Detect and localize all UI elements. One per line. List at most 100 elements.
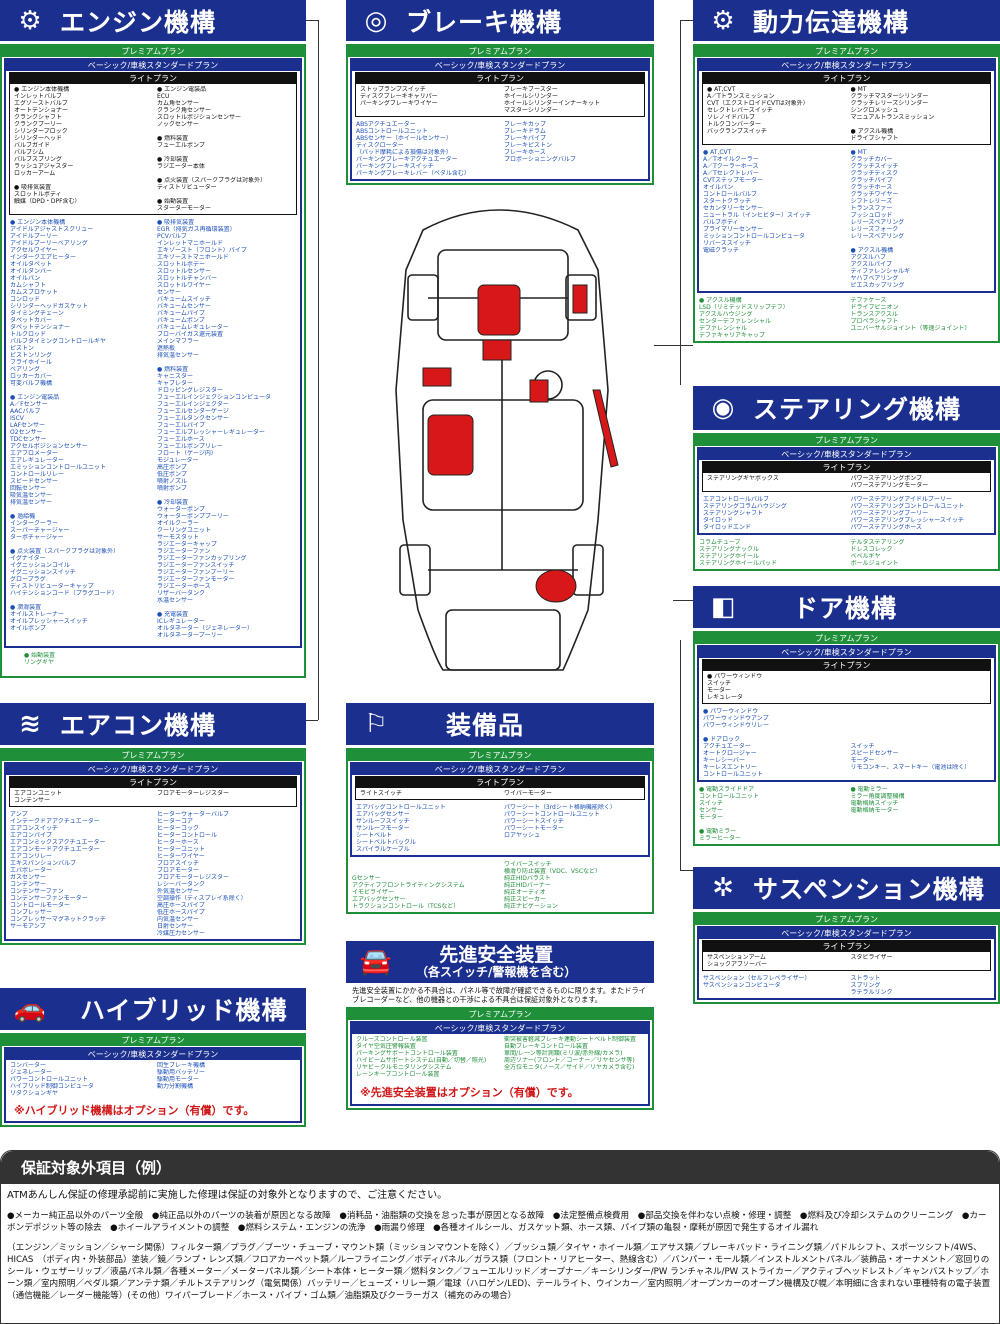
list-item: Gセンサー <box>352 875 381 882</box>
list-item: リングギヤ <box>24 659 55 666</box>
list-item: スプリング <box>850 982 881 989</box>
aircon-lite-box: ライトプラン エアコンユニットコンデンサー ブロアモーターレジスター <box>9 776 297 807</box>
list-item: コンプレッサー <box>10 909 52 916</box>
door-lite-box: ライトプラン ● パワーウィンドウスイッチモーターレギュレータ <box>702 659 991 704</box>
list-item: ワイパースイッチ <box>504 861 552 868</box>
list-item: トランスファー <box>850 205 893 212</box>
brake-lite-left: ストップランプスイッチディスクブレーキキャリパーパーキングブレーキワイヤー <box>356 84 500 116</box>
list-item: ライトスイッチ <box>360 790 403 797</box>
list-item: ● 潤滑装置 <box>10 604 42 611</box>
list-item: セカンダリーセンサー <box>703 205 764 212</box>
list-item: オイルパン <box>10 275 41 282</box>
premium-band: プレミアムプラン <box>2 1035 304 1046</box>
drivetrain-prem-right: デファケースドライブピニオントランスアクスルプロペラシャフトユニバーサルジョイン… <box>847 295 999 341</box>
door-lite-left: ● パワーウィンドウスイッチモーターレギュレータ <box>703 671 990 703</box>
equipment-basic-right: パワーシート（3rdシート格納機能除く）パワーシートコントロールユニットパワーシ… <box>500 802 648 855</box>
list-item: ハイブリッド制御コンピュータ <box>10 1083 94 1090</box>
list-item: リバーススイッチ <box>703 240 751 247</box>
list-item: ブレーキピストン <box>504 142 553 149</box>
list-item: ドライブピニオン <box>850 304 899 311</box>
suspension-lite-box: ライトプラン サスペンションアームショックアブソーバー スタビライザー <box>702 940 991 971</box>
list-item: ノックセンサー <box>157 121 199 128</box>
list-item: ストップランプスイッチ <box>360 86 426 93</box>
list-item: エアバッグセンサー <box>356 811 410 818</box>
steering-lite-right: パワーステアリングポンプパワーステアリングモーター <box>847 473 991 491</box>
list-item: ● 吸排気装置 <box>14 184 52 191</box>
list-item <box>14 177 149 184</box>
list-item: シンクロメッシュ <box>850 107 899 114</box>
list-item: スタートクラッチ <box>703 198 752 205</box>
exclusions-bullets: ●メーカー純正品以外のパーツ全般 ●純正品以外のパーツの装着が原因となる故障 ●… <box>7 1211 987 1233</box>
premium-band: プレミアムプラン <box>2 46 304 57</box>
list-item: ピストン <box>10 345 35 352</box>
list-item: 電動格納スイッチ <box>850 800 899 807</box>
hybrid-section: 🚗 ハイブリッド機構 プレミアムプラン ベーシック/車検スタンダードプラン コン… <box>0 988 306 1127</box>
list-item: バキュームセンサー <box>157 303 211 310</box>
list-item: ● 充電装置 <box>157 611 189 618</box>
steering-prem-right: デルタステアリングドレスコレックベベルギヤボールジョイント <box>847 537 999 569</box>
list-item: ディスクブレーキキャリパー <box>360 93 438 100</box>
list-item: （パッド摩耗による損傷は対象外） <box>356 149 452 156</box>
list-item <box>10 387 149 394</box>
aircon-section: ≋ エアコン機構 プレミアムプラン ベーシック/車検スタンダードプラン ライトプ… <box>0 703 306 945</box>
list-item: サンルーフスイッチ <box>356 818 410 825</box>
list-item: ブロアモーター <box>157 867 200 874</box>
list-item: ドレスコレック <box>850 546 893 553</box>
list-item <box>851 736 991 743</box>
list-item: バキュームレギュレーター <box>157 324 229 331</box>
adas-option-note: ※先進安全装置はオプション（有償）です。 <box>360 1086 579 1099</box>
list-item <box>699 821 843 828</box>
list-item: モーター <box>699 814 724 821</box>
list-item: クラッチカバー <box>850 156 893 163</box>
equipment-title: 装備品 <box>446 711 525 740</box>
list-item: 排気温センサー <box>157 352 200 359</box>
steering-lite-box: ライトプラン ステアリングギヤボックス パワーステアリングポンプパワーステアリン… <box>702 461 991 492</box>
list-item: イグニッションスイッチ <box>10 569 76 576</box>
lite-band: ライトプラン <box>356 777 644 788</box>
list-item: デルタステアリング <box>850 539 905 546</box>
steering-basic-left: エアコントロールバルブステアリングコラムハウジングステアリングシャフトタイロッド… <box>699 494 847 533</box>
list-item: トルクコンバーター <box>707 121 762 128</box>
list-item: ラジエーター本体 <box>157 163 205 170</box>
basic-band: ベーシック/車検スタンダードプラン <box>352 1023 648 1034</box>
list-item: エアコンスイッチ <box>10 825 58 832</box>
basic-band: ベーシック/車検スタンダードプラン <box>699 647 994 658</box>
door-prem-left: ● 電動スライドドアコントロールユニットスイッチセンサーモーター ● 電動ミラー… <box>695 784 847 844</box>
list-item: タイミングチェーン <box>10 310 64 317</box>
steering-lite-left: ステアリングギヤボックス <box>703 473 847 491</box>
list-item: アンプ <box>10 811 28 818</box>
list-item: A／Tオイルクーラー <box>703 156 759 163</box>
list-item: パーキングブレーキアクチュエーター <box>356 156 458 163</box>
list-item: EGR（排気ガス再循環装置） <box>157 226 236 233</box>
lite-band: ライトプラン <box>356 73 644 84</box>
lite-band: ライトプラン <box>703 941 990 952</box>
list-item: ● ドアロック <box>703 736 741 743</box>
list-item: キーレシーバー <box>703 757 745 764</box>
list-item: レリーズベアリング <box>850 219 905 226</box>
list-item: ショックアブソーバー <box>707 961 767 968</box>
list-item: インテークドアアクチュエーター <box>10 818 100 825</box>
suspension-basic-left: サスペンション（セルフレベライザー）サスペンションコンピュータ <box>699 973 847 998</box>
list-item: 駆動用モーター <box>157 1076 200 1083</box>
list-item: オイルポンプ <box>10 625 46 632</box>
steering-prem-left: コラムチューブステアリングナックルステアリングホイールステアリングホイールパッド <box>695 537 847 569</box>
list-item: ● エンジン本体機構 <box>14 86 70 93</box>
list-item: 純正スピーカー <box>504 896 547 903</box>
list-item <box>157 170 292 177</box>
list-item: レリーズベアリング <box>850 233 905 240</box>
gear-icon: ⚙ <box>711 5 735 36</box>
equipment-basic-box: ベーシック/車検スタンダードプラン ライトプラン ライトスイッチ ワイパーモータ… <box>350 762 650 857</box>
basic-band: ベーシック/車検スタンダードプラン <box>6 1049 300 1060</box>
adas-basic-box: ベーシック/車検スタンダードプラン クルーズコントロール装置タイヤ空気圧警報装置… <box>350 1021 650 1106</box>
list-item: エキゾースト（フロント）パイプ <box>157 247 247 254</box>
air-conditioner-icon: ≋ <box>19 709 41 739</box>
list-item: スパイラルケーブル <box>356 846 410 853</box>
drivetrain-section: ⚙ 動力伝達機構 プレミアムプラン ベーシック/車検スタンダードプラン ライトプ… <box>693 0 1000 343</box>
list-item: クラッチワイヤー <box>850 191 899 198</box>
list-item: スロットルワイヤー <box>157 282 211 289</box>
list-item: エキゾーストマニホールド <box>157 254 229 261</box>
list-item: サスペンションコンピュータ <box>703 982 781 989</box>
list-item: リモコンキー、スマートキー（電池は除く） <box>850 764 971 771</box>
list-item: パーキングブレーキワイヤー <box>360 100 438 107</box>
